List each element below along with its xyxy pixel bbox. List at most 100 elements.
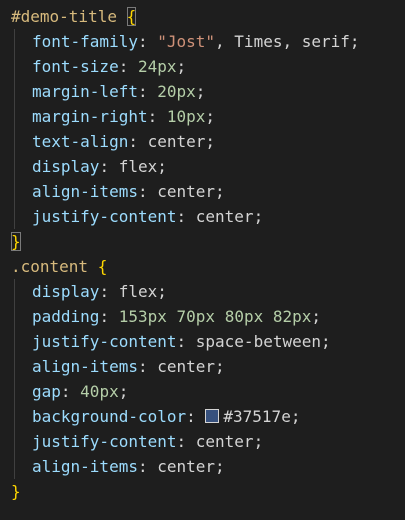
css-declaration-line[interactable]: font-size: 24px; bbox=[32, 54, 186, 79]
css-value-token: 153px bbox=[118, 307, 167, 326]
css-value-token: flex bbox=[118, 157, 158, 176]
css-selector: .content bbox=[11, 257, 89, 276]
css-declaration-line[interactable]: background-color: #37517e; bbox=[32, 404, 300, 429]
css-value-token: center bbox=[157, 457, 216, 476]
css-value-token: center bbox=[147, 132, 206, 151]
colon: : bbox=[99, 282, 119, 301]
css-property-name: gap bbox=[32, 382, 61, 401]
css-declaration-line[interactable]: text-align: center; bbox=[32, 129, 215, 154]
css-value-token: "Jost" bbox=[157, 32, 216, 51]
css-declaration-line[interactable]: display: flex; bbox=[32, 154, 167, 179]
css-declaration-line[interactable]: display: flex; bbox=[32, 279, 167, 304]
css-value-token: 20px bbox=[157, 82, 196, 101]
colon: : bbox=[137, 82, 158, 101]
css-property-name: padding bbox=[32, 307, 100, 326]
css-value-token: , Times, serif bbox=[215, 32, 350, 51]
semicolon: ; bbox=[205, 132, 216, 151]
color-swatch-icon[interactable] bbox=[205, 409, 220, 423]
colon: : bbox=[99, 157, 119, 176]
css-declaration-line[interactable]: justify-content: center; bbox=[32, 204, 263, 229]
semicolon: ; bbox=[215, 457, 225, 476]
css-declaration-line[interactable]: align-items: center; bbox=[32, 354, 225, 379]
css-declaration-line[interactable]: font-family: "Jost", Times, serif; bbox=[32, 29, 360, 54]
css-declaration-line[interactable]: padding: 153px 70px 80px 82px; bbox=[32, 304, 321, 329]
colon: : bbox=[118, 57, 138, 76]
css-value-token: 24px bbox=[137, 57, 177, 76]
css-property-name: font-size bbox=[32, 57, 119, 76]
semicolon: ; bbox=[157, 157, 167, 176]
colon: : bbox=[176, 207, 196, 226]
css-value-token bbox=[167, 307, 177, 326]
css-property-name: display bbox=[32, 157, 100, 176]
rule1-selector-line[interactable]: #demo-title { bbox=[11, 4, 137, 29]
colon: : bbox=[137, 32, 158, 51]
semicolon: ; bbox=[321, 332, 331, 351]
css-value-token: 70px bbox=[176, 307, 216, 326]
css-declaration-line[interactable]: justify-content: space-between; bbox=[32, 329, 331, 354]
css-property-name: justify-content bbox=[32, 332, 177, 351]
css-declaration-line[interactable]: align-items: center; bbox=[32, 454, 225, 479]
css-value-token: #37517e bbox=[223, 407, 291, 426]
semicolon: ; bbox=[215, 182, 225, 201]
css-declaration-line[interactable]: justify-content: center; bbox=[32, 429, 263, 454]
semicolon: ; bbox=[195, 82, 206, 101]
css-selector: #demo-title bbox=[11, 7, 117, 26]
css-value-token: 40px bbox=[80, 382, 119, 401]
css-declaration-line[interactable]: gap: 40px; bbox=[32, 379, 128, 404]
css-property-name: margin-right bbox=[32, 107, 148, 126]
colon: : bbox=[99, 307, 119, 326]
css-declaration-line[interactable]: margin-left: 20px; bbox=[32, 79, 205, 104]
colon: : bbox=[137, 357, 158, 376]
css-property-name: display bbox=[32, 282, 100, 301]
semicolon: ; bbox=[290, 407, 301, 426]
rule1-close-line[interactable]: } bbox=[11, 229, 21, 254]
semicolon: ; bbox=[205, 107, 216, 126]
css-declaration-line[interactable]: align-items: center; bbox=[32, 179, 225, 204]
colon: : bbox=[176, 432, 196, 451]
colon: : bbox=[137, 457, 158, 476]
semicolon: ; bbox=[311, 307, 322, 326]
css-property-name: justify-content bbox=[32, 207, 177, 226]
open-brace: { bbox=[126, 7, 137, 26]
colon: : bbox=[186, 407, 206, 426]
semicolon: ; bbox=[253, 207, 264, 226]
css-value-token: flex bbox=[118, 282, 158, 301]
semicolon: ; bbox=[349, 32, 360, 51]
colon: : bbox=[176, 332, 196, 351]
colon: : bbox=[147, 107, 167, 126]
colon: : bbox=[137, 182, 158, 201]
indent-guide-rule1 bbox=[14, 29, 15, 229]
semicolon: ; bbox=[157, 282, 167, 301]
semicolon: ; bbox=[253, 432, 264, 451]
colon: : bbox=[128, 132, 148, 151]
css-property-name: margin-left bbox=[32, 82, 138, 101]
colon: : bbox=[60, 382, 81, 401]
rule2-close-line[interactable]: } bbox=[11, 479, 21, 504]
open-brace: { bbox=[97, 257, 108, 276]
css-property-name: align-items bbox=[32, 357, 138, 376]
css-value-token bbox=[215, 307, 225, 326]
close-brace: } bbox=[11, 232, 21, 251]
css-property-name: justify-content bbox=[32, 432, 177, 451]
indent-guide-rule2 bbox=[14, 279, 15, 479]
css-value-token: center bbox=[195, 432, 254, 451]
css-property-name: background-color bbox=[32, 407, 187, 426]
css-value-token: space-between bbox=[195, 332, 321, 351]
semicolon: ; bbox=[118, 382, 129, 401]
css-value-token: 82px bbox=[272, 307, 312, 326]
css-value-token: center bbox=[157, 182, 216, 201]
semicolon: ; bbox=[176, 57, 187, 76]
close-brace: } bbox=[11, 482, 21, 501]
css-value-token: center bbox=[195, 207, 254, 226]
css-property-name: align-items bbox=[32, 457, 138, 476]
css-declaration-line[interactable]: margin-right: 10px; bbox=[32, 104, 215, 129]
css-property-name: font-family bbox=[32, 32, 138, 51]
css-value-token: center bbox=[157, 357, 216, 376]
css-value-token: 10px bbox=[166, 107, 206, 126]
semicolon: ; bbox=[215, 357, 225, 376]
rule2-selector-line[interactable]: .content { bbox=[11, 254, 107, 279]
css-value-token bbox=[263, 307, 273, 326]
css-property-name: text-align bbox=[32, 132, 129, 151]
css-property-name: align-items bbox=[32, 182, 138, 201]
